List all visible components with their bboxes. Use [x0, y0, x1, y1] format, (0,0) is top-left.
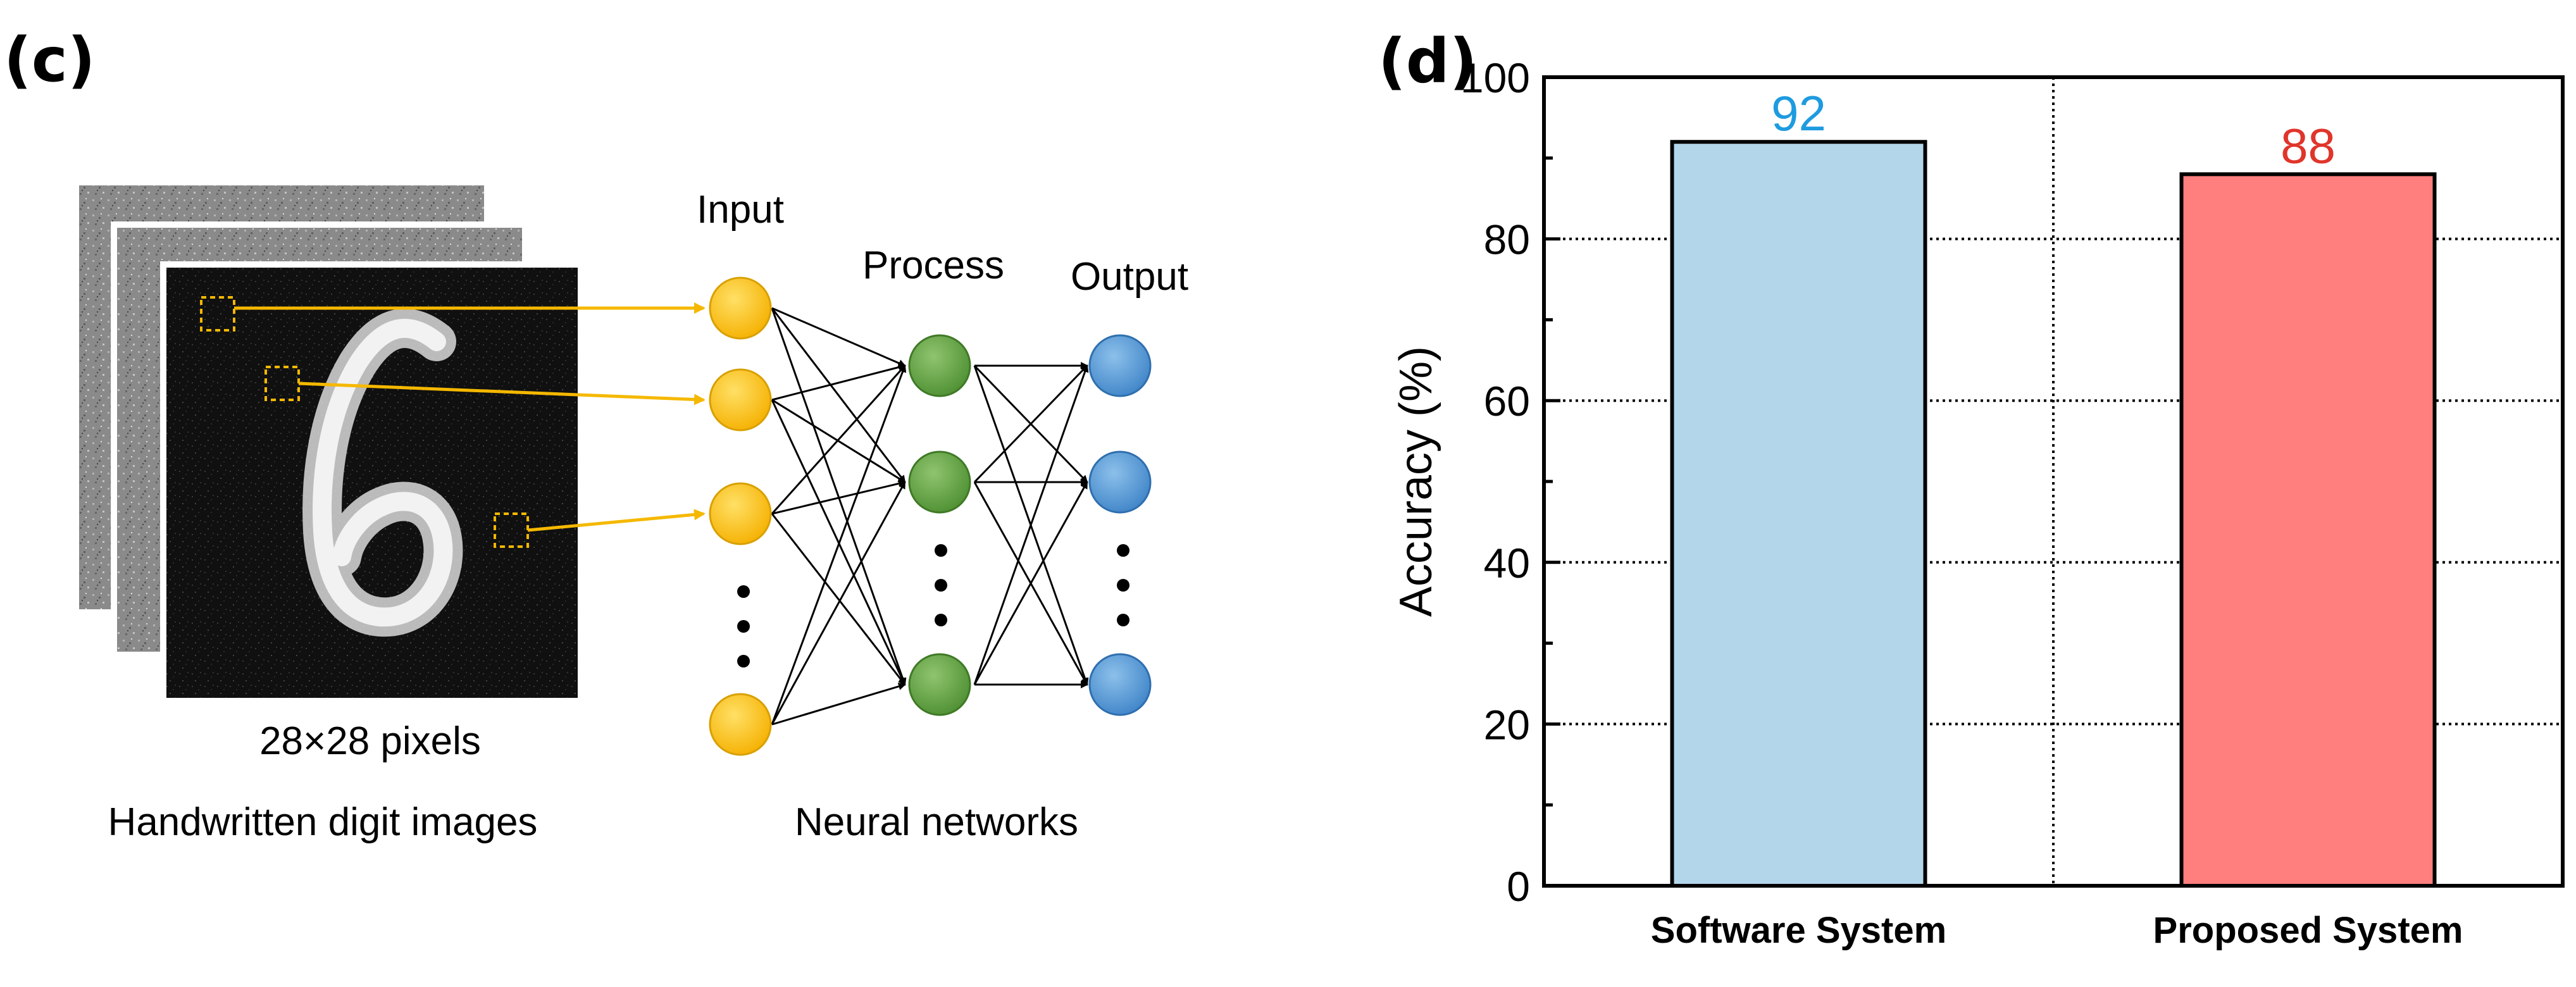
bars	[1670, 140, 2437, 888]
network-connections	[771, 307, 1089, 726]
output-label: Output	[1071, 255, 1188, 299]
digit-six-glyph	[302, 309, 463, 637]
output-ellipsis	[1117, 544, 1129, 626]
input-node	[709, 482, 772, 545]
panel-c-label: (c)	[4, 25, 96, 96]
y-tick-label: 100	[1460, 54, 1530, 101]
pixel-to-input-arrows	[234, 302, 706, 532]
process-label: Process	[862, 244, 1004, 287]
y-axis-label: Accuracy (%)	[1391, 346, 1441, 617]
process-node	[908, 450, 971, 514]
y-tick-label: 40	[1484, 540, 1530, 587]
input-label: Input	[697, 188, 784, 232]
panel-d-label: (d)	[1378, 26, 1477, 97]
input-arrow-2	[298, 382, 706, 406]
y-tick-label: 80	[1484, 216, 1530, 263]
x-category-label: Proposed System	[2153, 910, 2463, 951]
panel-c: (c) 28×28 pixels Handwritten digit image…	[4, 25, 1188, 844]
digit-image-stack	[73, 179, 584, 704]
input-node	[709, 368, 772, 431]
process-layer	[908, 334, 971, 716]
pixels-label: 28×28 pixels	[259, 719, 481, 763]
x-category-label: Software System	[1651, 910, 1946, 951]
output-layer	[1088, 334, 1152, 716]
y-tick-label: 0	[1507, 863, 1530, 910]
process-node	[908, 334, 971, 397]
y-tick-label: 60	[1484, 378, 1530, 425]
input-layer	[709, 276, 772, 756]
bar-value-label: 92	[1771, 85, 1826, 141]
y-ticks: 0 20 40 60 80 100	[1460, 54, 1560, 910]
input-node	[709, 276, 772, 340]
images-caption: Handwritten digit images	[108, 800, 538, 844]
input-node	[709, 693, 772, 756]
output-node	[1088, 653, 1152, 716]
input-ellipsis	[737, 585, 750, 667]
process-node	[908, 653, 971, 716]
bar-proposed-system	[2179, 172, 2437, 888]
network-caption: Neural networks	[795, 800, 1078, 844]
process-ellipsis	[935, 544, 947, 626]
bar-value-label: 88	[2280, 118, 2336, 173]
output-node	[1088, 334, 1152, 397]
y-tick-label: 20	[1484, 701, 1530, 748]
bar-software-system	[1670, 140, 1927, 888]
input-arrow-3	[527, 509, 706, 532]
digit-image-front	[160, 261, 584, 704]
output-node	[1088, 450, 1152, 514]
pixel-box-1	[200, 296, 235, 332]
